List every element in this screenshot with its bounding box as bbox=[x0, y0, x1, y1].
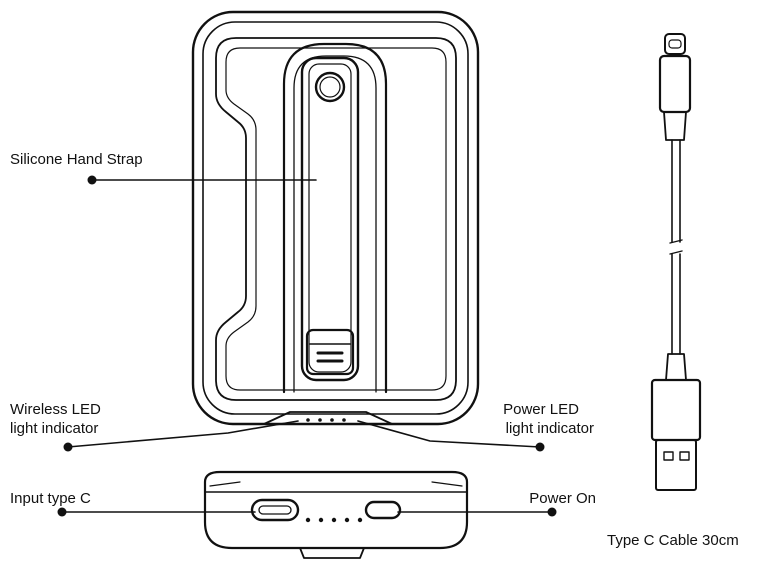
callout-lines bbox=[61, 179, 553, 513]
type-c-cable bbox=[650, 33, 702, 491]
input-type-c-port bbox=[250, 498, 300, 522]
label-wireless-led-line1: Wireless LED bbox=[10, 401, 101, 418]
callout-dot-wireless-led bbox=[63, 442, 73, 452]
usb-a-housing bbox=[650, 378, 702, 442]
power-bank-outer-shell bbox=[191, 10, 480, 426]
callout-dot-hand-strap bbox=[87, 175, 97, 185]
led-dots-bottom bbox=[305, 517, 363, 523]
strap-button-icon bbox=[314, 71, 346, 103]
power-on-button bbox=[364, 500, 402, 520]
bottom-strap-tab bbox=[299, 547, 365, 559]
label-silicone-hand-strap: Silicone Hand Strap bbox=[10, 151, 143, 168]
label-type-c-cable: Type C Cable 30cm bbox=[607, 532, 739, 549]
power-bank-bottom-edge bbox=[263, 411, 393, 425]
hand-strap-band-inner bbox=[308, 63, 352, 373]
bottom-view-body bbox=[203, 470, 469, 550]
strap-button-ring bbox=[319, 76, 341, 98]
label-wireless-led-line2: light indicator bbox=[10, 420, 99, 437]
power-bank-inner-shell bbox=[202, 21, 469, 415]
label-power-led-line2: light indicator bbox=[505, 420, 594, 437]
hand-strap-arch bbox=[282, 42, 388, 394]
usb-a-plug bbox=[655, 439, 697, 491]
power-bank-face bbox=[225, 47, 447, 391]
led-dots-front bbox=[306, 418, 346, 422]
label-power-on: Power On bbox=[529, 490, 596, 507]
hand-strap-arch-inner bbox=[293, 55, 377, 393]
power-bank-front-view bbox=[191, 10, 480, 426]
callout-dot-power-on bbox=[547, 507, 557, 517]
strap-buckle bbox=[305, 328, 355, 376]
hand-strap-band bbox=[300, 56, 360, 382]
callout-dot-input-type-c bbox=[57, 507, 67, 517]
power-bank-frame bbox=[215, 37, 457, 401]
label-power-led-line1: Power LED bbox=[503, 401, 579, 418]
callout-dot-power-led bbox=[535, 442, 545, 452]
callout-dots bbox=[57, 175, 557, 517]
usb-c-tip bbox=[664, 33, 686, 55]
power-bank-bottom-view bbox=[203, 470, 469, 559]
label-input-type-c: Input type C bbox=[10, 490, 91, 507]
usb-c-housing bbox=[658, 54, 692, 114]
